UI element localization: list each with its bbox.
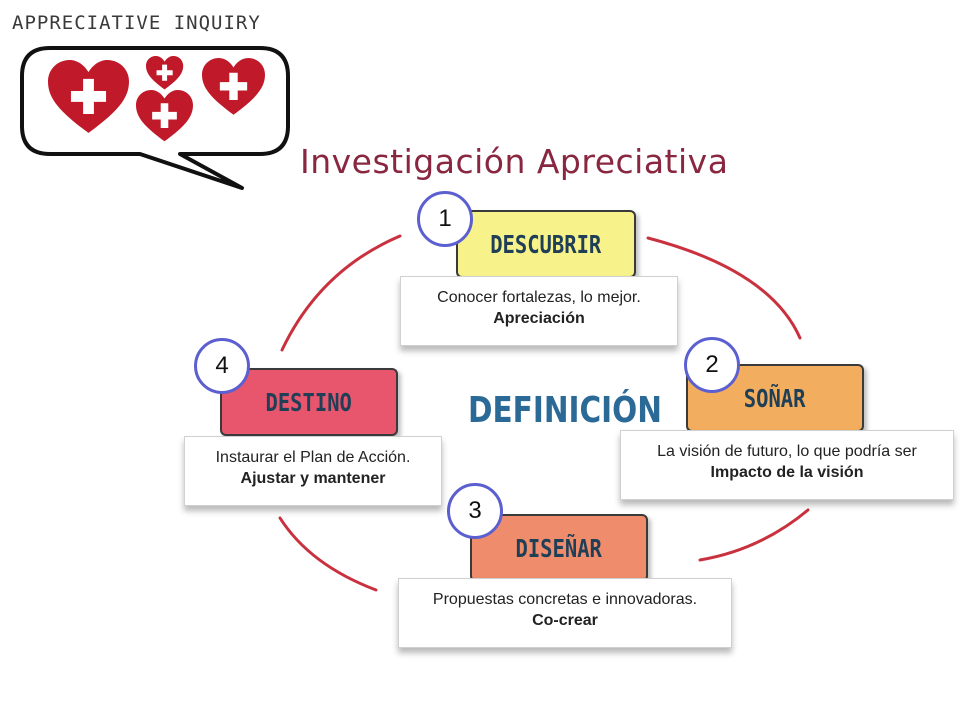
stage-number-badge: 3 — [447, 483, 503, 539]
arc-sonar-disenar — [698, 508, 810, 562]
stage-description-card: Propuestas concretas e innovadoras. Co-c… — [398, 578, 732, 648]
stage-keyword: Ajustar y mantener — [240, 470, 386, 487]
stage-description-card: La visión de futuro, lo que podría ser I… — [620, 430, 954, 500]
stage-number-badge: 2 — [684, 337, 740, 393]
stage-name: DISEÑAR — [515, 533, 603, 563]
stage-description-card: Conocer fortalezas, lo mejor. Apreciació… — [400, 276, 678, 346]
stage-header: DISEÑAR — [470, 514, 648, 582]
heart-plus-icon — [136, 90, 193, 142]
diagram-title: Investigación Apreciativa — [300, 142, 729, 181]
stage-keyword: Impacto de la visión — [710, 464, 864, 481]
stage-description: Propuestas concretas e innovadoras. — [432, 591, 698, 608]
stage-name: DESCUBRIR — [490, 229, 602, 259]
tagline: APPRECIATIVE INQUIRY — [12, 12, 261, 34]
heart-plus-icon — [202, 58, 265, 115]
speech-bubble-icon — [20, 46, 290, 190]
stage-keyword: Apreciación — [493, 310, 585, 327]
stage-number-badge: 4 — [194, 338, 250, 394]
heart-plus-icon — [146, 56, 184, 90]
stage-keyword: Co-crear — [532, 612, 598, 629]
arc-destino-descubrir — [280, 234, 402, 352]
stage-description-card: Instaurar el Plan de Acción. Ajustar y m… — [184, 436, 442, 506]
arc-descubrir-sonar — [646, 236, 802, 340]
arc-disenar-destino — [278, 516, 378, 592]
center-label: DEFINICIÓN — [468, 390, 662, 431]
stage-name: DESTINO — [265, 387, 353, 417]
stage-header: DESTINO — [220, 368, 398, 436]
heart-plus-icon — [48, 60, 129, 133]
stage-header: DESCUBRIR — [456, 210, 636, 278]
stage-number-badge: 1 — [417, 191, 473, 247]
stage-name: SOÑAR — [744, 383, 806, 413]
stage-description: La visión de futuro, lo que podría ser — [657, 443, 917, 460]
stage-description: Conocer fortalezas, lo mejor. — [437, 289, 641, 306]
stage-description: Instaurar el Plan de Acción. — [215, 449, 411, 466]
